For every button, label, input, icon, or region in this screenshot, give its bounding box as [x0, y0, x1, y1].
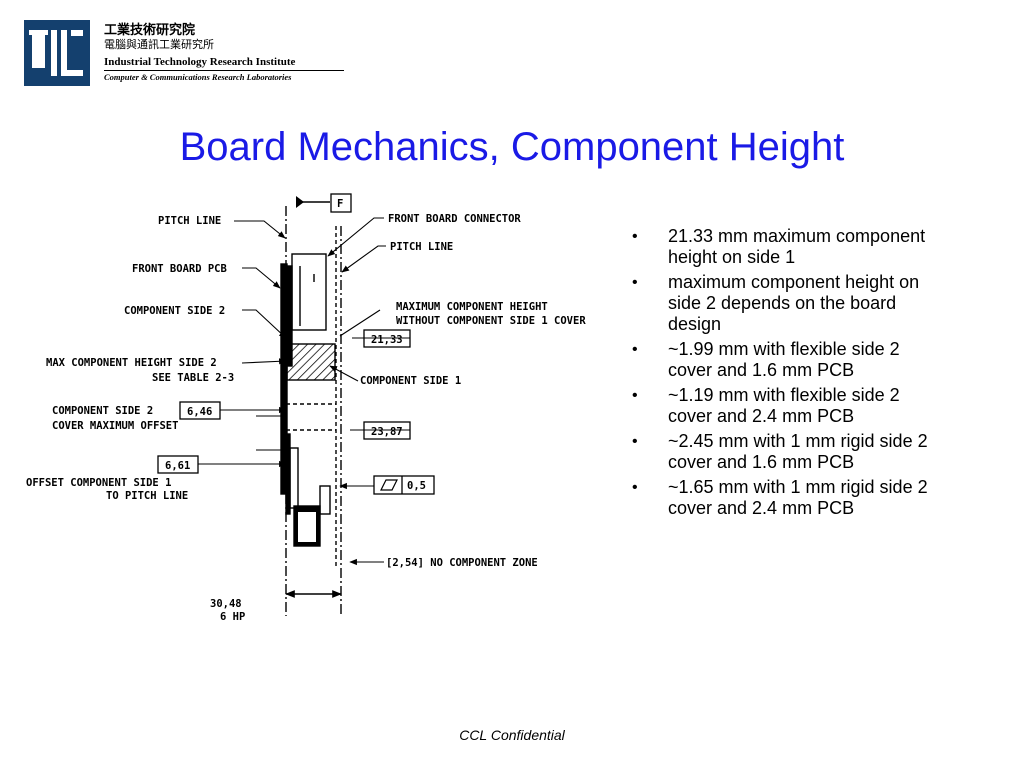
board-assembly-outline — [280, 206, 342, 616]
datum-label: F — [337, 198, 343, 210]
footer-confidential: CCL Confidential — [459, 727, 565, 743]
label-max-height-side2: MAX COMPONENT HEIGHT SIDE 2 — [46, 357, 217, 369]
company-logo: 工業技術研究院 電腦與通訊工業研究所 Industrial Technology… — [24, 20, 354, 90]
label-component-side-2: COMPONENT SIDE 2 — [124, 305, 225, 317]
dim-max-height-value: 21,33 — [371, 334, 403, 346]
logo-text: 工業技術研究院 電腦與通訊工業研究所 Industrial Technology… — [104, 23, 364, 83]
bullet-item: maximum component height on side 2 depen… — [632, 272, 932, 335]
label-no-component-zone: [2,54] NO COMPONENT ZONE — [386, 557, 538, 569]
itri-logo-mark — [24, 20, 90, 86]
bullet-item: ~1.65 mm with 1 mm rigid side 2 cover an… — [632, 477, 932, 519]
dim-flatness-value: 0,5 — [407, 480, 426, 492]
slide-title: Board Mechanics, Component Height — [179, 125, 845, 169]
label-component-side-1: COMPONENT SIDE 1 — [360, 375, 461, 387]
dim-width-value: 30,48 — [210, 598, 242, 610]
dim-offset-cs1-value: 6,61 — [165, 460, 190, 472]
logo-english-name: Industrial Technology Research Institute — [104, 55, 344, 71]
bullet-list: 21.33 mm maximum component height on sid… — [632, 226, 932, 523]
dim-total-value: 23,87 — [371, 426, 403, 438]
dim-cs2-offset-value: 6,46 — [187, 406, 212, 418]
bullet-item: ~2.45 mm with 1 mm rigid side 2 cover an… — [632, 431, 932, 473]
label-offset-cs1: OFFSET COMPONENT SIDE 1 — [26, 477, 171, 489]
flatness-symbol-icon — [380, 479, 398, 491]
label-front-board-pcb: FRONT BOARD PCB — [132, 263, 227, 275]
logo-english-subname: Computer & Communications Research Labor… — [104, 72, 292, 82]
logo-chinese-subname: 電腦與通訊工業研究所 — [104, 38, 214, 51]
label-pitch-line-right: PITCH LINE — [390, 241, 453, 253]
label-front-board-connector: FRONT BOARD CONNECTOR — [388, 213, 521, 225]
label-max-height-no-cover-1: MAXIMUM COMPONENT HEIGHT — [396, 301, 548, 313]
label-pitch-line-left: PITCH LINE — [158, 215, 221, 227]
label-max-height-no-cover-2: WITHOUT COMPONENT SIDE 1 COVER — [396, 315, 586, 327]
label-cs2-offset: COMPONENT SIDE 2 — [52, 405, 153, 417]
label-to-pitch-line: TO PITCH LINE — [106, 490, 188, 502]
logo-chinese-name: 工業技術研究院 — [104, 23, 196, 38]
bullet-item: ~1.19 mm with flexible side 2 cover and … — [632, 385, 932, 427]
mechanical-drawing: F PITCH LINE FRONT BOARD PCB COMPONENT S… — [26, 193, 586, 623]
label-see-table: SEE TABLE 2-3 — [152, 372, 234, 384]
dim-width-hp: 6 HP — [220, 611, 245, 623]
bullet-item: ~1.99 mm with flexible side 2 cover and … — [632, 339, 932, 381]
bullet-item: 21.33 mm maximum component height on sid… — [632, 226, 932, 268]
leader-lines — [198, 217, 410, 566]
label-cover-max-offset: COVER MAXIMUM OFFSET — [52, 420, 178, 432]
